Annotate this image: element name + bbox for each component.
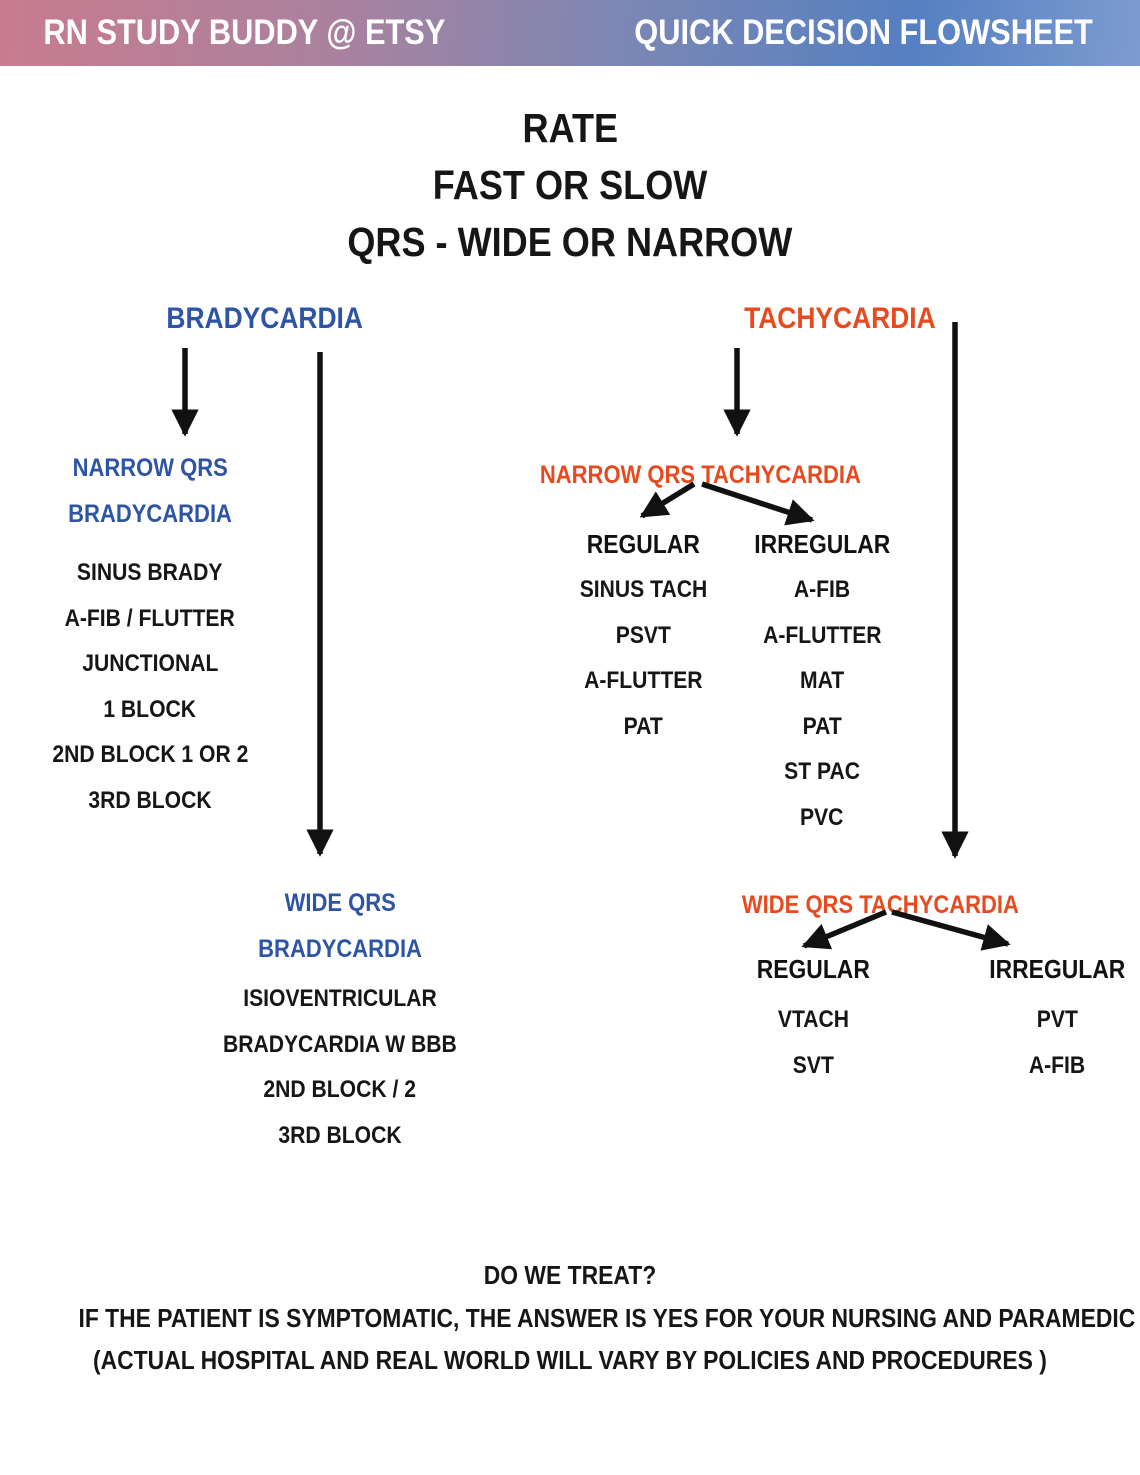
list-item: BRADYCARDIA W BBB — [223, 1030, 457, 1058]
narrow-qrs-bradycardia-title: NARROW QRS BRADYCARDIA — [0, 445, 300, 537]
tachycardia-label: TACHYCARDIA — [744, 302, 936, 335]
list-item: DO WE TREAT? — [483, 1260, 657, 1290]
list-item: IF THE PATIENT IS SYMPTOMATIC, THE ANSWE… — [78, 1302, 1140, 1333]
list-item: VTACH — [777, 1006, 849, 1033]
wide-qrs-bradycardia-title: WIDE QRS BRADYCARDIA — [190, 880, 490, 972]
list-item: BRADYCARDIA — [68, 500, 232, 528]
header-title: QUICK DECISION FLOWSHEET — [634, 13, 1093, 52]
list-item: PVC — [800, 803, 844, 831]
header-bar: RN STUDY BUDDY @ ETSY QUICK DECISION FLO… — [0, 0, 1140, 66]
narrow-qrs-tachycardia-title: NARROW QRS TACHYCARDIA — [539, 461, 861, 489]
list-item: A-FLUTTER — [583, 667, 703, 694]
list-item: PAT — [802, 712, 842, 740]
list-item: FAST OR SLOW — [432, 162, 708, 208]
list-item: WIDE QRS — [284, 889, 396, 917]
narrow-tachy-irregular-label: IRREGULAR — [753, 529, 891, 559]
list-item: PVT — [1036, 1006, 1078, 1033]
header-brand: RN STUDY BUDDY @ ETSY — [43, 13, 446, 52]
list-item: 2ND BLOCK / 2 — [263, 1076, 417, 1103]
list-item: MAT — [799, 667, 845, 694]
wide-tachy-irregular-list: PVT A-FIB — [957, 997, 1140, 1088]
list-item: 2ND BLOCK 1 OR 2 — [52, 741, 248, 768]
list-item: PSVT — [615, 621, 671, 649]
wide-qrs-bradycardia-list: ISIOVENTRICULAR BRADYCARDIA W BBB 2ND BLOC… — [190, 976, 490, 1158]
narrow-tachy-regular-label: REGULAR — [586, 529, 700, 559]
narrow-tachy-irregular-list: A-FIB A-FLUTTER MAT PAT ST PAC PVC — [722, 567, 922, 840]
list-item: RATE — [522, 105, 618, 151]
list-item: A-FLUTTER — [762, 621, 882, 649]
list-item: A-FIB — [1028, 1051, 1086, 1079]
list-item: SVT — [792, 1051, 834, 1079]
narrow-qrs-bradycardia-list: SINUS BRADY A-FIB / FLUTTER JUNCTIONAL 1 BL… — [0, 550, 300, 823]
wide-tachy-regular-list: VTACH SVT — [713, 997, 913, 1088]
bradycardia-label: BRADYCARDIA — [166, 302, 364, 335]
list-item: SINUS TACH — [579, 576, 707, 603]
list-item: BRADYCARDIA — [258, 935, 422, 963]
list-item: 3RD BLOCK — [88, 786, 212, 814]
list-item: SINUS BRADY — [77, 559, 223, 586]
footer-note: DO WE TREAT? IF THE PATIENT IS SYMPTOMATI… — [0, 1254, 1140, 1382]
list-item: A-FIB / FLUTTER — [64, 604, 236, 632]
list-item: JUNCTIONAL — [81, 650, 219, 677]
list-item: PAT — [623, 712, 663, 740]
list-item: ST PAC — [784, 758, 860, 785]
list-item: 3RD BLOCK — [278, 1121, 402, 1149]
flow-title: RATE FAST OR SLOW QRS - WIDE OR NARROW — [0, 100, 1140, 271]
wide-tachy-regular-label: REGULAR — [756, 954, 870, 984]
list-item: QRS - WIDE OR NARROW — [347, 219, 793, 265]
wide-qrs-tachycardia-title: WIDE QRS TACHYCARDIA — [741, 891, 1019, 919]
list-item: 1 BLOCK — [103, 695, 197, 723]
list-item: (ACTUAL HOSPITAL AND REAL WORLD WILL VAR… — [93, 1345, 1047, 1375]
list-item: ISIOVENTRICULAR — [243, 985, 437, 1012]
narrow-tachy-regular-list: SINUS TACH PSVT A-FLUTTER PAT — [543, 567, 743, 749]
list-item: NARROW QRS — [72, 454, 228, 482]
wide-tachy-irregular-label: IRREGULAR — [988, 954, 1126, 984]
list-item: A-FIB — [793, 576, 851, 603]
